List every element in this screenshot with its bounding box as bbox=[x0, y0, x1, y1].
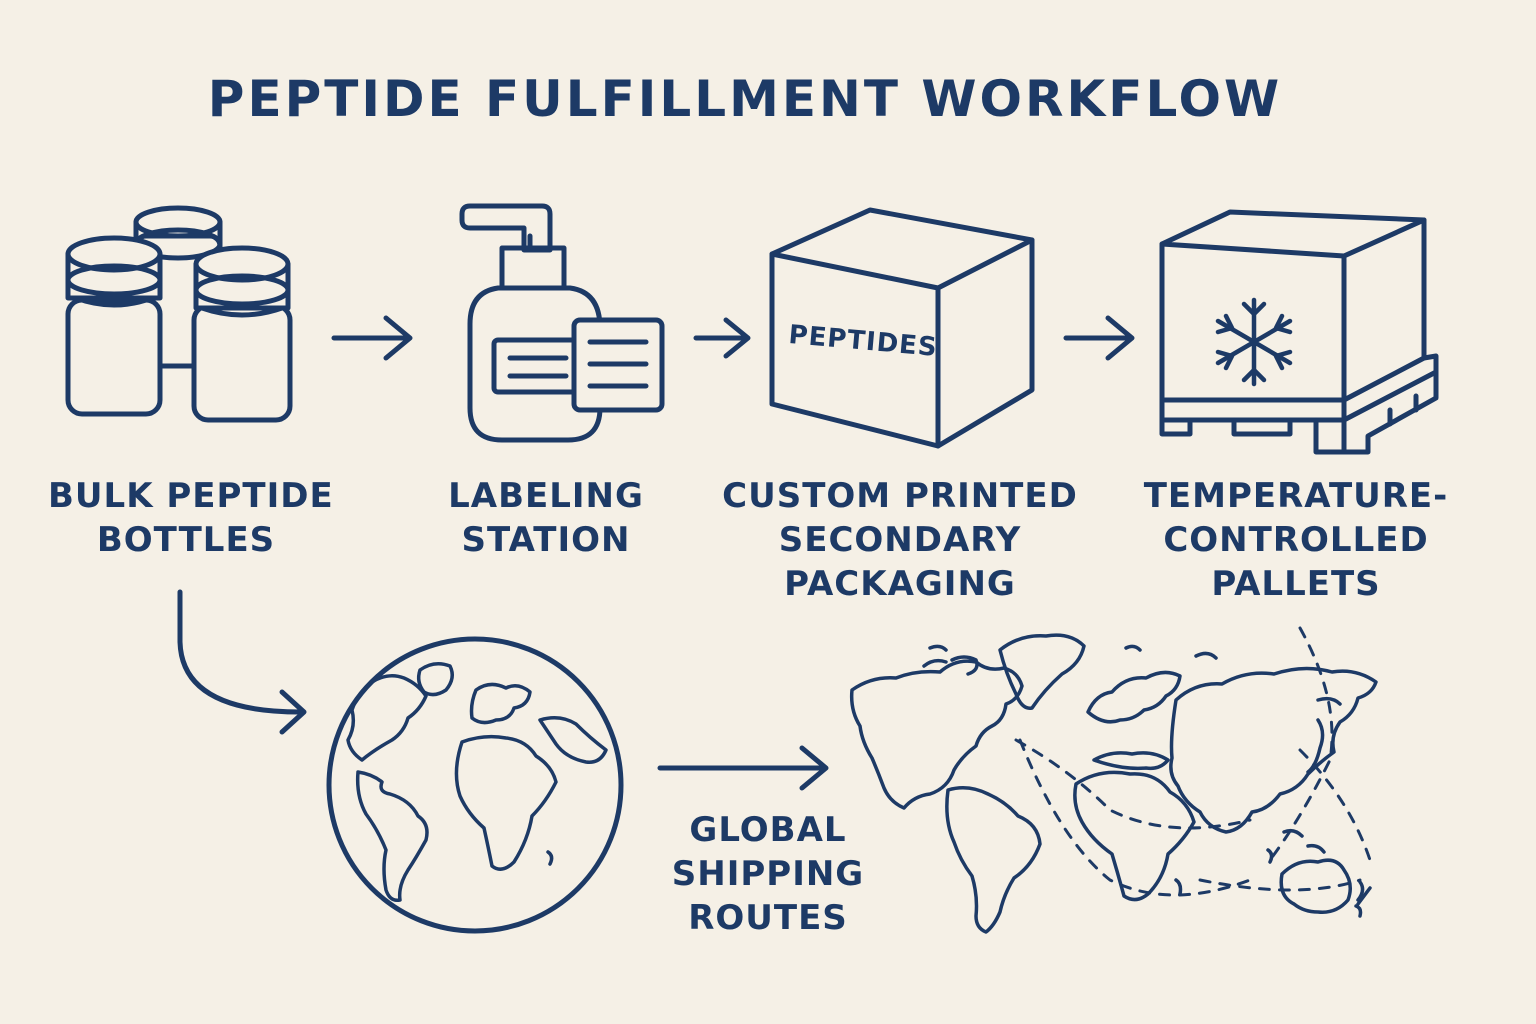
label-line: GLOBAL bbox=[689, 810, 847, 850]
label-line: BOTTLES bbox=[96, 520, 276, 560]
label-temperature-controlled-pallets: TEMPERATURE- CONTROLLED PALLETS bbox=[1136, 474, 1456, 606]
arrow-icon bbox=[331, 315, 413, 361]
label-custom-printed-secondary-packaging: CUSTOM PRINTED SECONDARY PACKAGING bbox=[722, 474, 1078, 606]
box-icon bbox=[769, 207, 1035, 449]
label-global-shipping-routes: GLOBAL SHIPPING ROUTES bbox=[660, 808, 876, 940]
cold-pallet-icon bbox=[1159, 209, 1439, 455]
bottles-icon bbox=[65, 205, 293, 423]
label-line: LABELING bbox=[448, 476, 644, 516]
page-title: PEPTIDE FULFILLMENT WORKFLOW bbox=[207, 70, 1283, 128]
label-line: SECONDARY bbox=[778, 520, 1022, 560]
arrow-icon bbox=[693, 317, 751, 359]
world-map-icon bbox=[849, 626, 1378, 934]
label-line: TEMPERATURE- bbox=[1143, 476, 1449, 516]
label-line: ROUTES bbox=[688, 898, 848, 938]
label-line: CUSTOM PRINTED bbox=[722, 476, 1078, 516]
dispenser-label-icon bbox=[459, 203, 665, 443]
label-line: PALLETS bbox=[1211, 564, 1381, 604]
label-bulk-peptide-bottles: BULK PEPTIDE BOTTLES bbox=[48, 474, 334, 562]
label-line: CONTROLLED bbox=[1163, 520, 1429, 560]
arrow-icon bbox=[1063, 315, 1135, 361]
label-labeling-station: LABELING STATION bbox=[440, 474, 652, 562]
globe-icon bbox=[326, 636, 624, 934]
arrow-icon bbox=[657, 745, 829, 791]
label-line: SHIPPING bbox=[671, 854, 865, 894]
label-line: STATION bbox=[461, 520, 631, 560]
label-line: BULK PEPTIDE bbox=[48, 476, 334, 516]
arrow-icon bbox=[177, 589, 307, 735]
label-line: PACKAGING bbox=[784, 564, 1016, 604]
